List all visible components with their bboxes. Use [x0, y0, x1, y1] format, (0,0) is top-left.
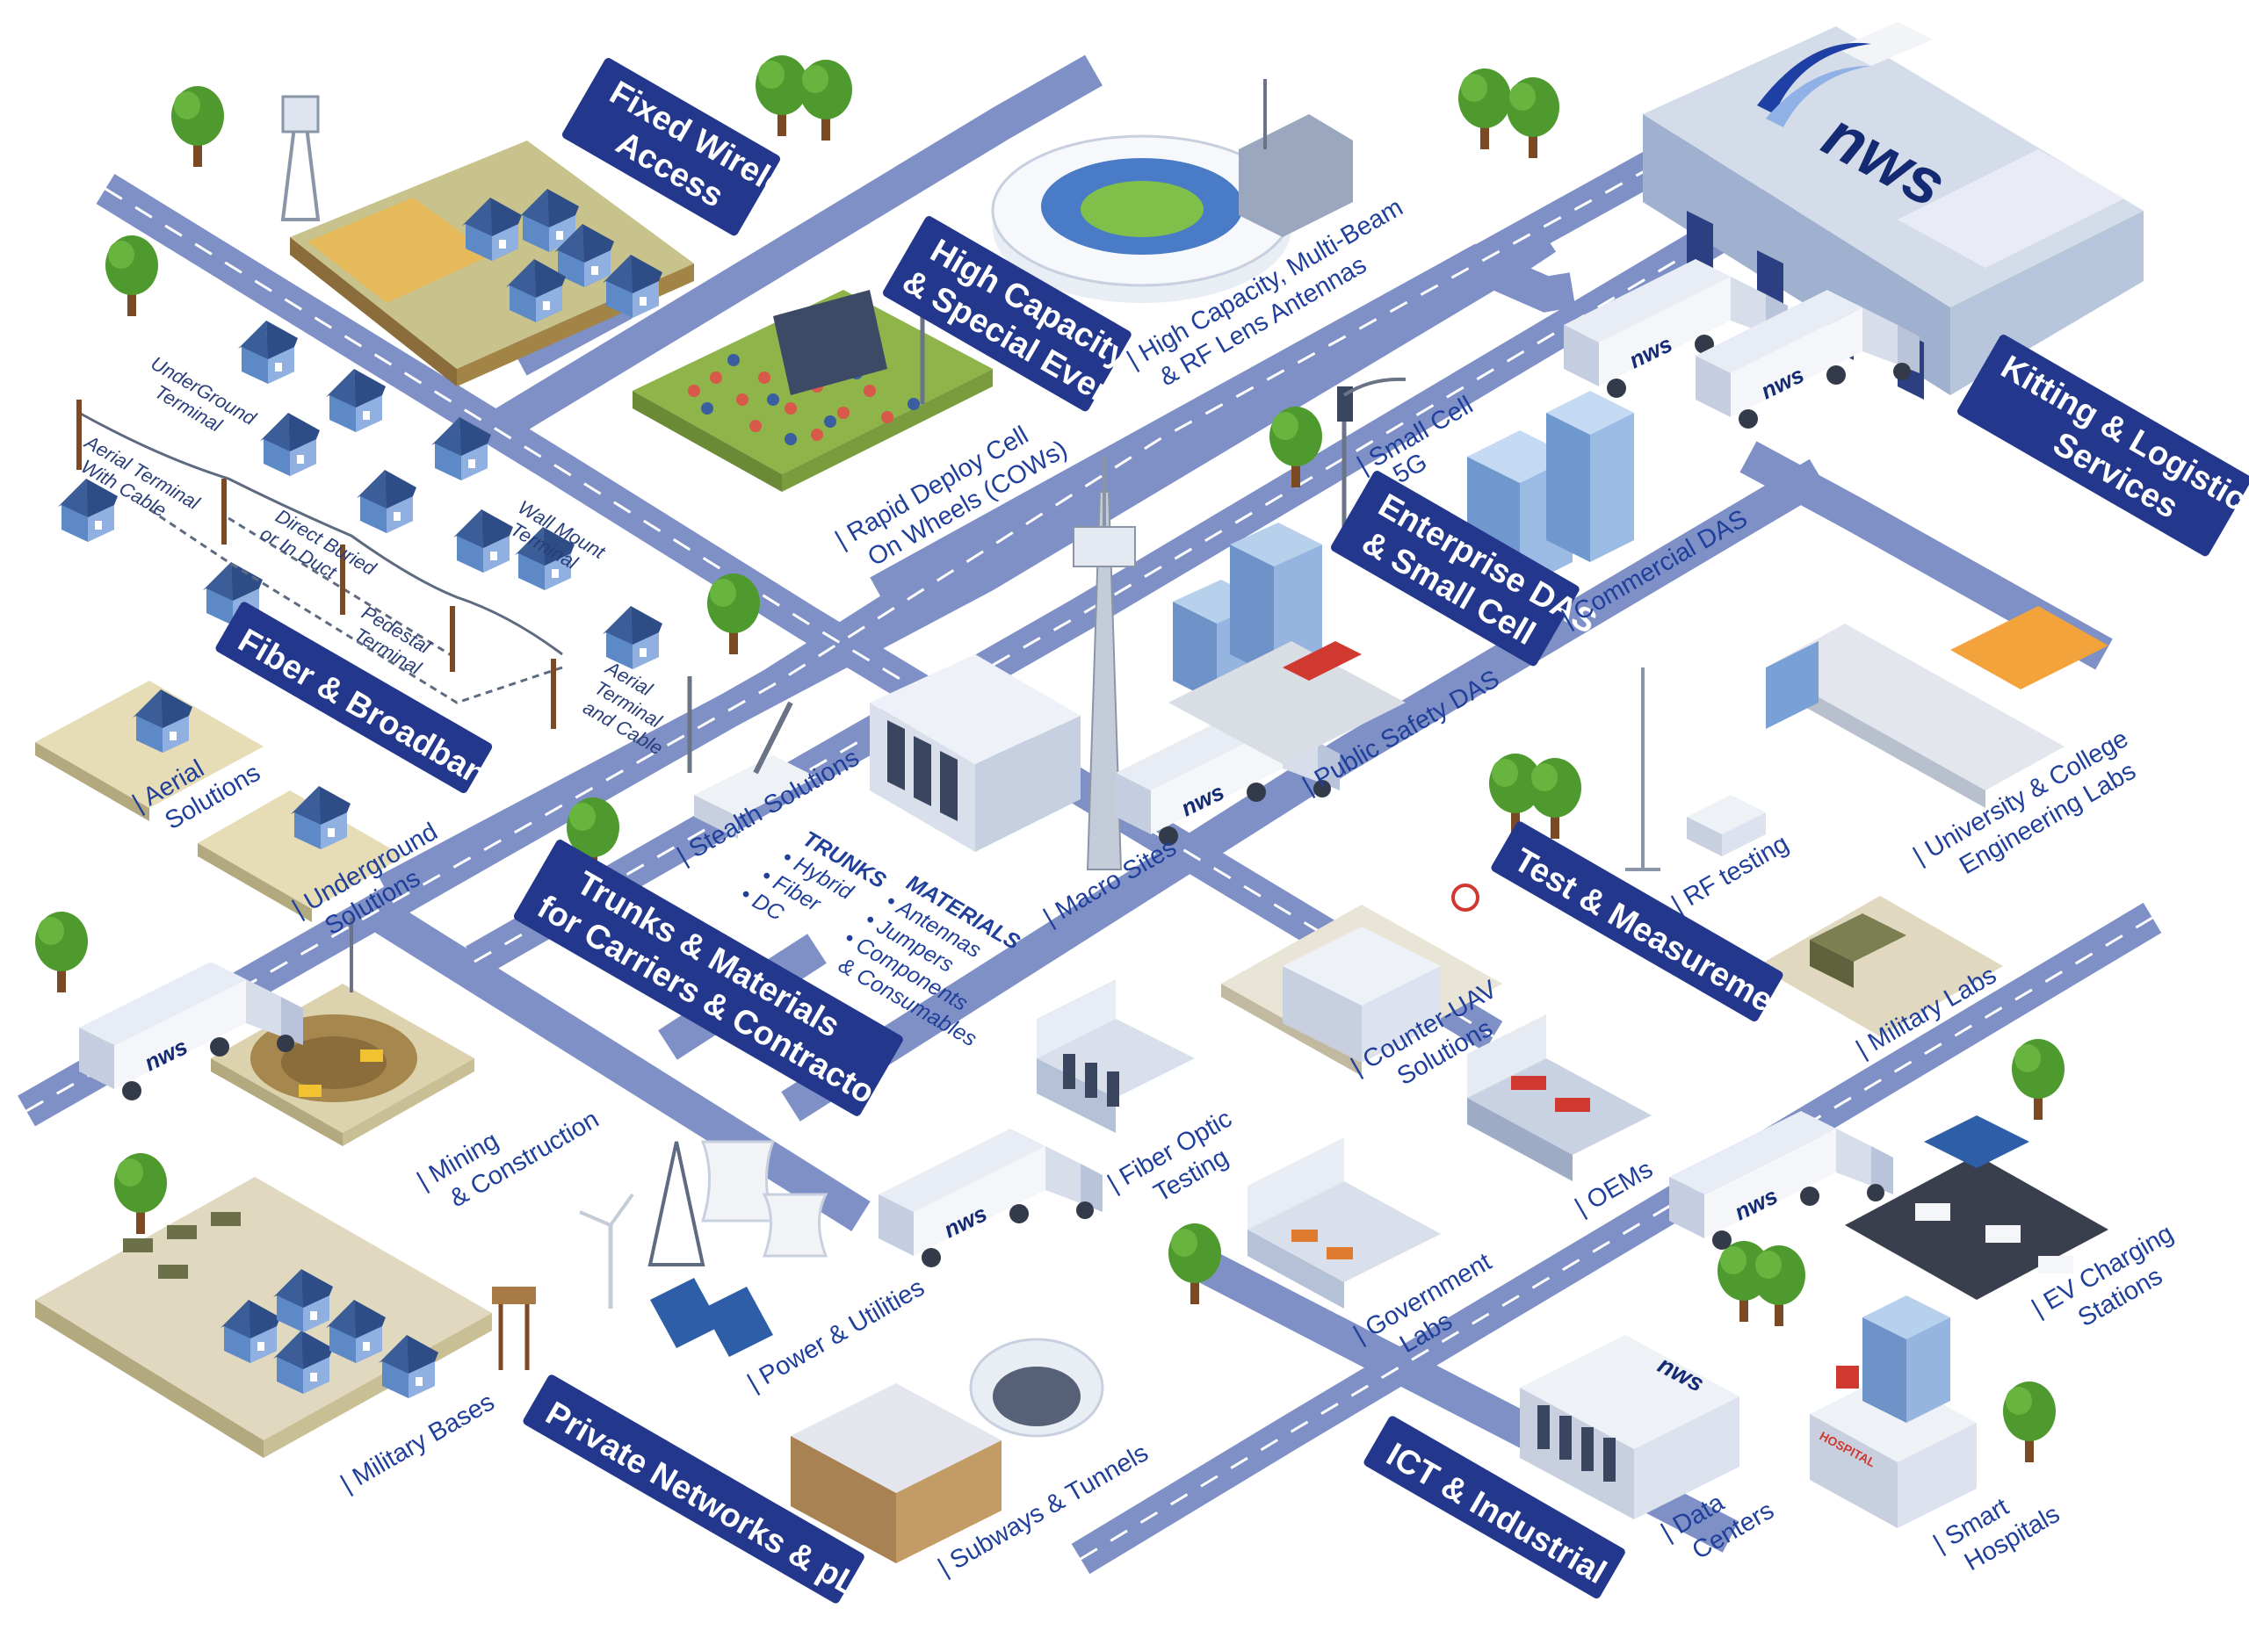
data-center: nws: [1520, 1335, 1739, 1519]
subway-tunnel: [791, 1338, 1104, 1563]
tree-icon: [707, 574, 760, 654]
no-drone-icon: [1451, 884, 1479, 912]
tree-icon: [1753, 1245, 1805, 1326]
tree-icon: [2003, 1381, 2056, 1462]
tree-icon: [35, 912, 88, 992]
solar-panel-icon: [650, 1278, 773, 1357]
stealth-bucket-truck-icon: [687, 676, 817, 839]
oem-factory: [1467, 1014, 1652, 1181]
fiber-optic-lab: [1037, 979, 1195, 1133]
transmission-tower-icon: [647, 1141, 705, 1266]
banner-kitting: Kitting & Logistics Services: [1957, 335, 2249, 557]
smart-hospital: HOSPITAL: [1810, 1295, 1977, 1528]
callout-ug-terminal: UnderGround Terminal: [148, 352, 261, 436]
tree-icon: [171, 86, 224, 167]
government-lab: [1247, 1137, 1441, 1309]
house-icon: [238, 321, 298, 384]
fiber-neighborhood: [58, 321, 662, 729]
label-mining: | Mining & Construction: [413, 1105, 604, 1213]
rf-testing-van-icon: [1687, 795, 1766, 856]
concert-crowd-scene: [633, 263, 993, 492]
label-fiber-optic: | Fiber Optic Testing: [1103, 1105, 1237, 1208]
military-labs: [1757, 896, 2003, 1036]
cell-tower-icon: [280, 95, 321, 221]
label-military-bases: | Military Bases: [336, 1388, 500, 1498]
house-icon: [453, 509, 513, 573]
ev-charging-lot: [1845, 1115, 2108, 1300]
cooling-tower-icon: [700, 1140, 828, 1258]
tree-icon: [799, 60, 852, 141]
house-icon: [357, 470, 416, 533]
house-icon: [260, 413, 320, 476]
nws-truck-icon: [879, 1129, 1103, 1267]
commercial-das-building: [1467, 391, 1634, 588]
tree-icon: [1507, 77, 1559, 158]
wind-turbine-icon: [579, 1193, 634, 1309]
hospital-cross-icon: [1836, 1366, 1859, 1389]
tree-icon: [1529, 758, 1581, 839]
equipment-shelter: [870, 654, 1081, 852]
callout-pedestal: Pedestal Terminal: [351, 602, 435, 680]
materials-list: MATERIALS • Antennas • Jumpers • Compone…: [835, 870, 1024, 1051]
stadium-icon: [991, 79, 1353, 303]
farm-scene: [280, 95, 694, 386]
rf-testing-tower-icon: [1625, 667, 1660, 871]
svg-text:| Military Bases: | Military Bases: [336, 1388, 500, 1498]
underground-lot: [198, 786, 404, 922]
small-cell-pole-icon: [1337, 377, 1407, 527]
tree-icon: [105, 235, 158, 316]
aerial-lot: [35, 681, 264, 821]
counter-uav-compound: [1221, 884, 1502, 1076]
tree-icon: [1458, 69, 1511, 149]
tree-icon: [2012, 1039, 2065, 1120]
enterprise-towers: [1168, 523, 1406, 764]
power-utilities: [579, 1140, 828, 1357]
tree-icon: [114, 1153, 167, 1234]
roads: [16, 52, 2164, 1577]
university-campus: [1766, 606, 2108, 808]
macro-tower-icon: [1073, 457, 1136, 870]
military-base: [35, 1177, 536, 1458]
watchtower-icon: [492, 1287, 536, 1370]
